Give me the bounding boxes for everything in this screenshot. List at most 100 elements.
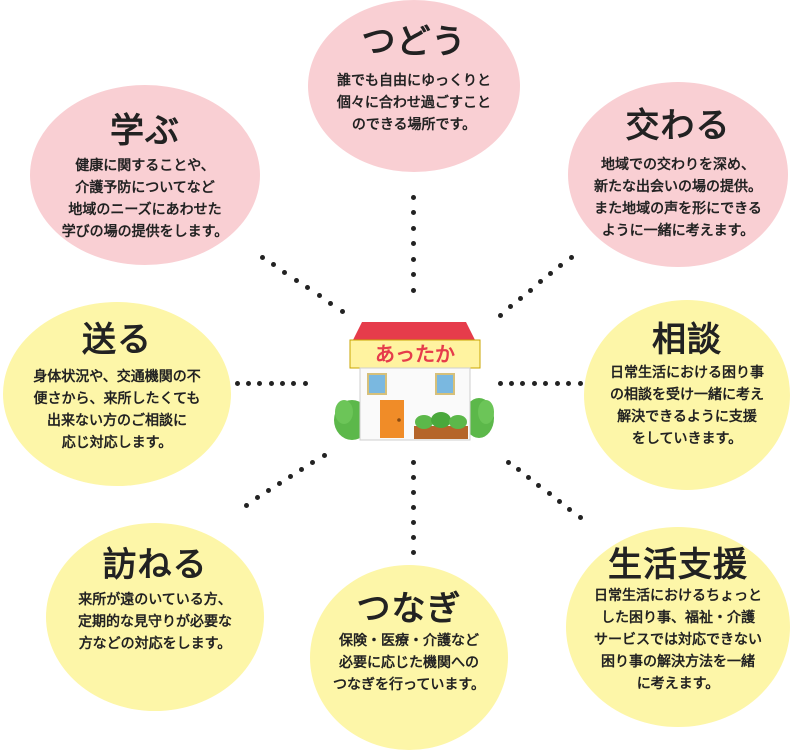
text-line: 個々に合わせ過ごすこと [336, 95, 492, 111]
text-line: 保険・医療・介護など [339, 633, 479, 649]
bubble-title: つどう [361, 22, 467, 62]
connector-dot [310, 459, 316, 465]
center-label: あったか [375, 342, 455, 366]
text-line: の相談を受け一緒に考え [610, 387, 764, 403]
text-line: 困り事の解決方法を一緒 [601, 654, 755, 670]
connector-dot [293, 277, 299, 283]
connector-dot [410, 225, 416, 231]
connector-dot [410, 459, 416, 465]
connector-dot [577, 380, 583, 386]
bubble-soudan: 相談 日常生活における困り事 の相談を受け一緒に考え 解決できるように支援 をし… [584, 300, 790, 490]
bubble-title: つなぎ [356, 589, 462, 629]
text-line: サービスでは対応できない [594, 632, 762, 648]
bubble-text: 地域での交わりを深め、 新たな出会いの場の提供。 また地域の声を形にできる よう… [568, 154, 788, 242]
connector-dot [410, 194, 416, 200]
connector-dot [243, 502, 249, 508]
connector-dot [410, 504, 416, 510]
connector-dot [548, 271, 554, 277]
connector-dot [265, 488, 271, 494]
text-line: また地域の声を形にできる [594, 201, 762, 217]
bubble-title: 相談 [652, 320, 722, 360]
text-line: をしていきます。 [631, 431, 743, 447]
text-line: 地域での交わりを深め、 [601, 157, 755, 173]
text-line: つなぎを行っています。 [333, 677, 485, 693]
connector-dot [517, 295, 523, 301]
connector-dot [339, 308, 345, 314]
connector-dot [410, 489, 416, 495]
connector-dot [527, 287, 533, 293]
text-line: 身体状況や、交通機関の不 [33, 369, 201, 385]
connector-dot [234, 380, 240, 386]
connector-dot [291, 380, 297, 386]
connector-dot [410, 210, 416, 215]
connector-dot [497, 380, 503, 386]
bubble-title: 訪ねる [102, 545, 208, 585]
connector-dot [302, 380, 308, 386]
bubble-text: 日常生活における困り事 の相談を受け一緒に考え 解決できるように支援 をしていき… [584, 362, 790, 450]
text-line: 方などの対応をします。 [78, 636, 232, 652]
connector-dot [305, 285, 311, 291]
bubble-tazuneru: 訪ねる 来所が遠のいている方、 定期的な見守りが必要な 方などの対応をします。 [46, 523, 264, 711]
text-line: 出来ない方のご相談に [47, 413, 187, 429]
connector-dot [508, 380, 514, 386]
bubble-seikatsu: 生活支援 日常生活におけるちょっと した困り事、福祉・介護 サービスでは対応でき… [566, 527, 790, 727]
connector-dot [328, 300, 334, 306]
connector-dot [536, 483, 542, 489]
connector-dot [410, 474, 416, 480]
bubble-title: 交わる [625, 106, 731, 146]
connector-dot [566, 380, 572, 386]
text-line: 地域のニーズにあわせた [68, 202, 222, 218]
connector-dot [567, 506, 573, 512]
bubble-tsunagi: つなぎ 保険・医療・介護など 必要に応じた機関への つなぎを行っています。 [310, 565, 508, 750]
text-line: ように一緒に考えます。 [601, 223, 755, 239]
connector-dot [276, 481, 282, 487]
connector-dot [410, 256, 416, 262]
text-line: 定期的な見守りが必要な [78, 614, 232, 630]
house-icon: あったか [334, 322, 494, 441]
text-line: 便さから、来所したくても [33, 391, 201, 407]
text-line: 必要に応じた機関への [339, 655, 479, 671]
bubble-tsudou: つどう 誰でも自由にゆっくりと 個々に合わせ過ごすこと のできる場所です。 [308, 0, 520, 172]
connector-dot [316, 293, 322, 299]
connector-dot [546, 490, 552, 496]
bubble-text: 健康に関することや、 介護予防についてなど 地域のニーズにあわせた 学びの場の提… [30, 155, 260, 243]
bubble-title: 学ぶ [110, 111, 180, 151]
bubble-text: 日常生活におけるちょっと した困り事、福祉・介護 サービスでは対応できない 困り… [566, 585, 790, 695]
connector-dot [279, 380, 285, 386]
text-line: 介護予防についてなど [75, 180, 215, 196]
connector-dot [543, 380, 549, 386]
text-line: に考えます。 [636, 676, 720, 692]
connector-dot [507, 304, 513, 310]
connector-dot [410, 241, 416, 246]
connector-dot [538, 279, 544, 285]
text-line: 来所が遠のいている方、 [78, 592, 232, 608]
connector-dot [410, 534, 416, 540]
connector-dot [257, 380, 263, 386]
text-line: 学びの場の提供をします。 [61, 224, 229, 240]
text-line: のできる場所です。 [351, 117, 477, 133]
connector-dot [497, 312, 503, 318]
connector-dot [299, 466, 305, 472]
connector-dot [554, 380, 560, 386]
connector-dot [526, 475, 532, 481]
text-line: した困り事、福祉・介護 [601, 610, 755, 626]
connector-dot [410, 272, 416, 277]
connector-dot [505, 459, 511, 465]
connector-dot [515, 467, 521, 473]
connector-dot [270, 262, 276, 268]
connector-dot [558, 262, 564, 268]
text-line: 新たな出会いの場の提供。 [594, 179, 762, 195]
bubble-majiwaru: 交わる 地域での交わりを深め、 新たな出会いの場の提供。 また地域の声を形にでき… [568, 82, 788, 267]
bubble-text: 来所が遠のいている方、 定期的な見守りが必要な 方などの対応をします。 [46, 589, 264, 655]
text-line: 誰でも自由にゆっくりと [337, 73, 491, 89]
connector-dot [520, 380, 526, 386]
connector-dot [321, 452, 327, 458]
connector-dot [282, 269, 288, 275]
connector-dot [410, 287, 416, 293]
bubble-text: 保険・医療・介護など 必要に応じた機関への つなぎを行っています。 [310, 630, 508, 696]
text-line: 応じ対応します。 [61, 435, 173, 451]
text-line: 日常生活におけるちょっと [594, 588, 762, 604]
connector-dot [288, 473, 294, 479]
connector-dot [556, 498, 562, 504]
